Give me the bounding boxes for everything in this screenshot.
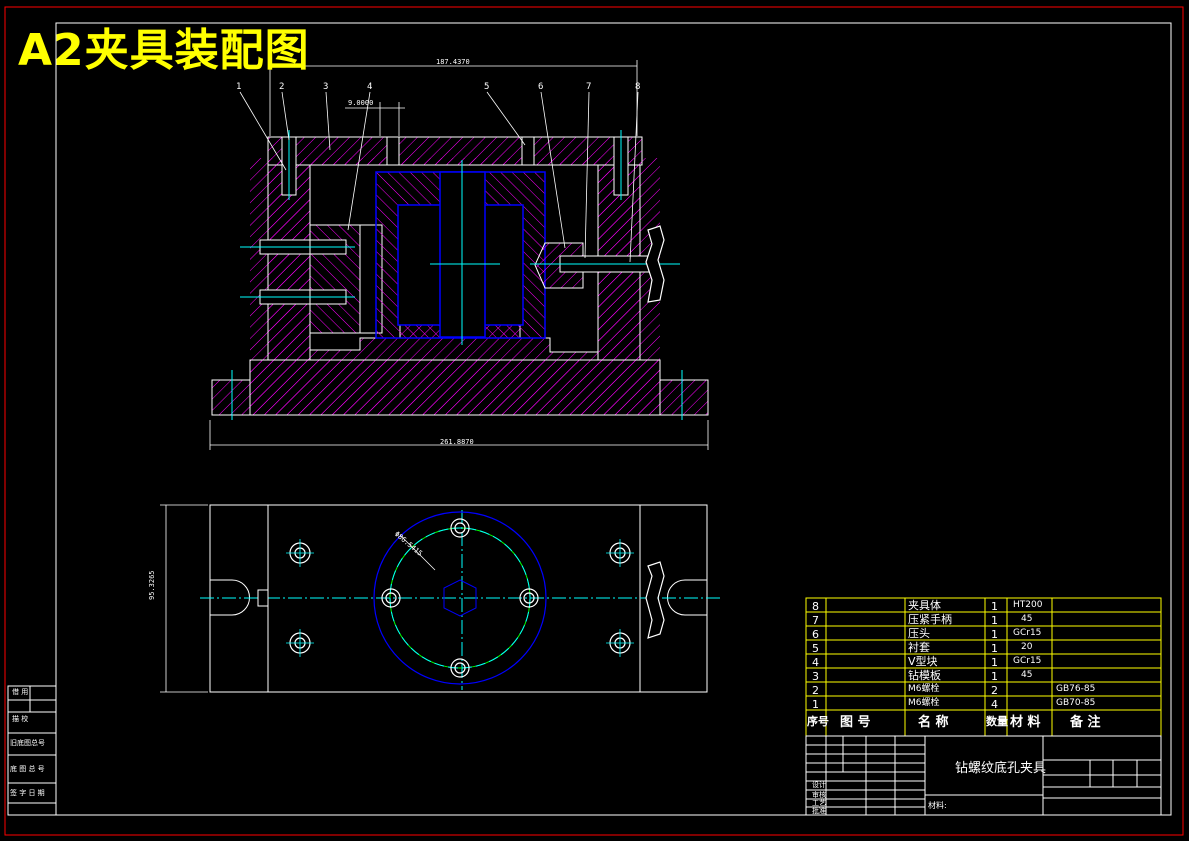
bom-row-material: HT200 <box>1013 600 1043 610</box>
callout-1: 1 <box>236 82 242 92</box>
bom-row-material: 45 <box>1021 614 1033 624</box>
bom-row-no: 2 <box>812 684 819 697</box>
title-block <box>805 735 1162 816</box>
bom-row-qty: 1 <box>991 628 998 641</box>
bom-row-name: 钻模板 <box>908 669 941 682</box>
side-strip-label: 旧底图总号 <box>10 739 45 747</box>
bom-row-qty: 1 <box>991 642 998 655</box>
bom-row-material: GCr15 <box>1013 656 1042 666</box>
bom-header-material: 材 料 <box>1010 715 1041 730</box>
callout-8: 8 <box>635 82 641 92</box>
bom-row-note: GB76-85 <box>1056 684 1096 694</box>
bom-header-code: 图 号 <box>840 715 871 730</box>
callout-7: 7 <box>586 82 592 92</box>
tb-note-label: 材料: <box>928 801 947 810</box>
bom-row-material: 20 <box>1021 642 1033 652</box>
bom-header-no: 序号 <box>807 715 829 728</box>
bom-row-material: 45 <box>1021 670 1033 680</box>
dim-offset: 9.0000 <box>348 99 374 107</box>
bom-row-name: 衬套 <box>908 641 930 654</box>
dim-height: 95.3265 <box>148 570 156 600</box>
bom-row-note: GB70-85 <box>1056 698 1096 708</box>
bom-row-name: 压头 <box>908 627 930 640</box>
bom-row-qty: 1 <box>991 614 998 627</box>
bom-row-no: 6 <box>812 628 819 641</box>
bom-row-qty: 1 <box>991 600 998 613</box>
drawing-title: A2夹具装配图 <box>18 25 310 76</box>
side-strip-label: 底 图 总 号 <box>10 765 45 773</box>
side-strip-label: 借 用 <box>12 688 29 696</box>
outer-frame <box>4 6 1184 836</box>
inner-frame <box>55 22 1172 816</box>
bom-row-no: 1 <box>812 698 819 711</box>
bom-row-no: 8 <box>812 600 819 613</box>
bom-header-qty: 数量 <box>986 715 1008 728</box>
bom-row-qty: 2 <box>991 684 998 697</box>
side-strip-label: 签 字 日 期 <box>10 789 45 797</box>
front-section-view <box>209 60 709 450</box>
bom-row-name: 夹具体 <box>908 599 941 612</box>
bom-row-qty: 1 <box>991 670 998 683</box>
side-strip <box>7 685 57 816</box>
dim-top-width: 187.4370 <box>436 58 470 66</box>
bom-header-name: 名 称 <box>918 715 949 730</box>
tb-approve: 批准 <box>812 807 826 815</box>
dim-base-width: 261.8870 <box>440 438 474 446</box>
bom-row-no: 4 <box>812 656 819 669</box>
callout-4: 4 <box>367 82 373 92</box>
callout-3: 3 <box>323 82 329 92</box>
bom-row-no: 5 <box>812 642 819 655</box>
bom-header-note: 备 注 <box>1070 715 1101 730</box>
bom-row-no: 3 <box>812 670 819 683</box>
bom-row-qty: 4 <box>991 698 998 711</box>
callout-6: 6 <box>538 82 544 92</box>
callout-2: 2 <box>279 82 285 92</box>
tb-design: 设计 <box>812 781 826 789</box>
side-strip-label: 描 校 <box>12 715 29 723</box>
bom-row-material: GCr15 <box>1013 628 1042 638</box>
drawing-name: 钻螺纹底孔夹具 <box>955 761 1047 776</box>
tb-review: 审核 <box>812 791 826 799</box>
bom-row-name: 压紧手柄 <box>908 613 952 626</box>
bom-row-name: V型块 <box>908 655 938 668</box>
bom-row-name: M6螺栓 <box>908 698 940 708</box>
bom-row-no: 7 <box>812 614 819 627</box>
callout-5: 5 <box>484 82 490 92</box>
bom-row-qty: 1 <box>991 656 998 669</box>
bom-row-name: M6螺栓 <box>908 684 940 694</box>
top-view <box>160 504 720 693</box>
tb-process: 工艺 <box>812 799 826 807</box>
